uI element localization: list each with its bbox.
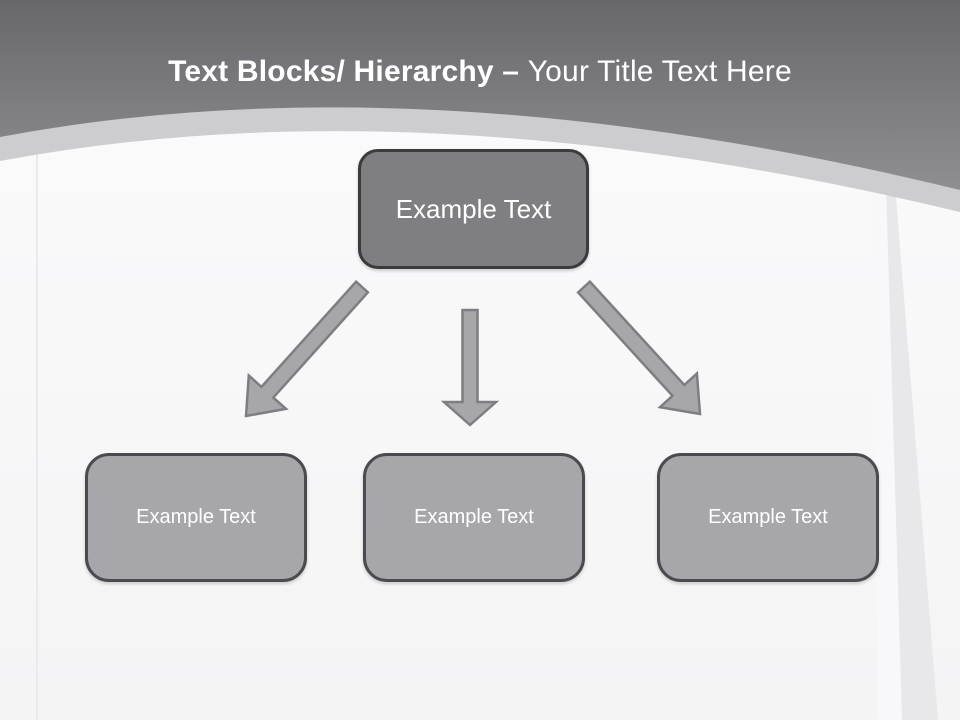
child-node-1-label: Example Text — [136, 506, 256, 528]
right-stripe-light — [872, 185, 902, 720]
title-regular-text: Your Title Text Here — [527, 55, 792, 88]
left-accent-line — [36, 146, 38, 720]
header-curve — [0, 0, 960, 212]
title-bold-text: Text Blocks/ Hierarchy – — [168, 55, 528, 88]
header-dark-shape — [0, 0, 960, 190]
child-node-2: Example Text — [363, 453, 585, 582]
child-node-3-label: Example Text — [708, 506, 828, 528]
child-node-3: Example Text — [657, 453, 879, 582]
slide-title: Text Blocks/ Hierarchy – Your Title Text… — [0, 54, 960, 90]
root-node: Example Text — [358, 149, 589, 269]
child-node-1: Example Text — [85, 453, 307, 582]
right-stripe-gray — [886, 185, 938, 720]
root-node-label: Example Text — [395, 193, 552, 224]
child-node-2-label: Example Text — [414, 506, 534, 528]
